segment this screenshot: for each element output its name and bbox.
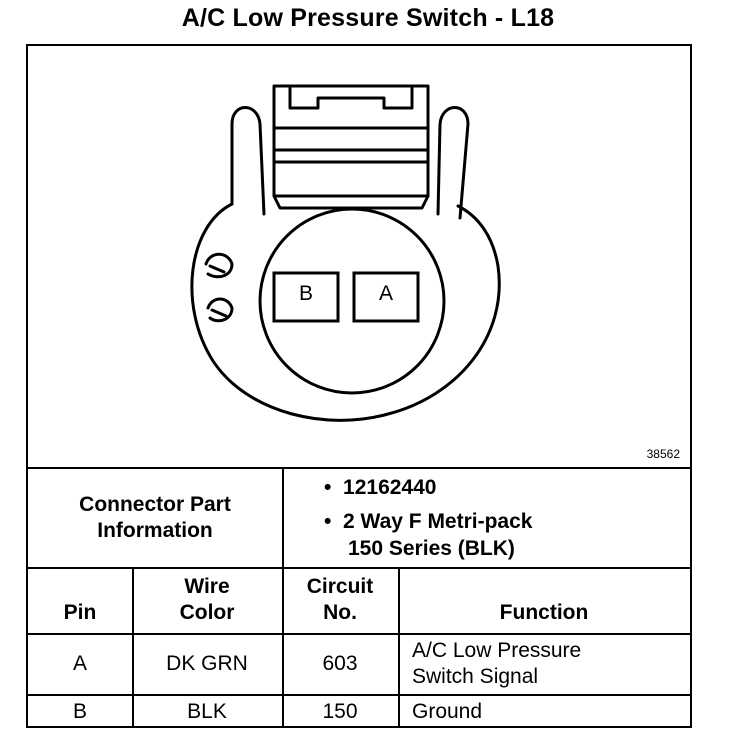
detent-upper: [204, 252, 234, 279]
row-a-wire-color: DK GRN: [166, 652, 248, 675]
row-a-circuit: 603: [322, 652, 358, 675]
detent-lower-mark: [210, 308, 228, 318]
connector-drawing: B A 38562: [28, 46, 690, 467]
pin-a-cavity: [352, 271, 420, 323]
separator-col-wire: [282, 567, 284, 726]
outer-ring: [190, 202, 501, 422]
header-pin: Pin: [63, 601, 97, 624]
connector-type: 2 Way F Metri-pack: [343, 510, 533, 533]
separator-col-circuit: [398, 567, 400, 726]
part-number: 12162440: [343, 476, 437, 499]
detent-upper-mark: [208, 264, 226, 274]
row-b-circuit: 150: [322, 700, 358, 723]
connector-series: 150 Series (BLK): [348, 537, 515, 560]
right-latch-arm: [436, 106, 470, 220]
row-b-wire-color: BLK: [187, 700, 227, 723]
left-latch-arm: [230, 106, 266, 216]
pin-b-label: B: [298, 282, 313, 305]
pin-a-label: A: [378, 282, 393, 305]
housing-lower-step: [272, 194, 430, 210]
separator-row-a: [28, 694, 690, 696]
separator-header: [28, 633, 690, 635]
connector-info-label-line1: Connector Part: [79, 493, 231, 516]
housing-notch: [288, 84, 414, 110]
connector-frame: B A 38562 Connector Part Information • 1…: [26, 44, 692, 728]
separator-info: [28, 567, 690, 569]
header-wire-line1: Wire: [184, 575, 230, 598]
header-function: Function: [499, 601, 589, 624]
connector-info-bullet-2: • 2 Way F Metri-pack: [324, 509, 532, 535]
row-a-function-line1: A/C Low Pressure: [412, 639, 582, 662]
separator-col-pin: [132, 567, 134, 726]
row-a-function-line2: Switch Signal: [412, 665, 539, 688]
bullet-symbol: •: [324, 510, 332, 533]
row-b-function: Ground: [412, 700, 483, 723]
top-housing: [272, 84, 430, 198]
detent-lower: [206, 297, 234, 323]
figure-reference-number: 38562: [646, 447, 680, 461]
pin-b-cavity: [272, 271, 340, 323]
header-circuit-line1: Circuit: [306, 575, 374, 598]
row-a-pin: A: [72, 652, 87, 675]
separator-diagram: [28, 467, 690, 469]
header-circuit-line2: No.: [323, 601, 357, 624]
row-b-pin: B: [72, 700, 87, 723]
connector-info-label-line2: Information: [97, 519, 213, 542]
connector-face-svg: [190, 84, 501, 422]
bullet-symbol: •: [324, 476, 332, 499]
header-wire-line2: Color: [179, 601, 235, 624]
connector-info-bullet-1: • 12162440: [324, 475, 436, 501]
separator-info-vertical: [282, 467, 284, 567]
diagram-title: A/C Low Pressure Switch - L18: [181, 4, 555, 32]
